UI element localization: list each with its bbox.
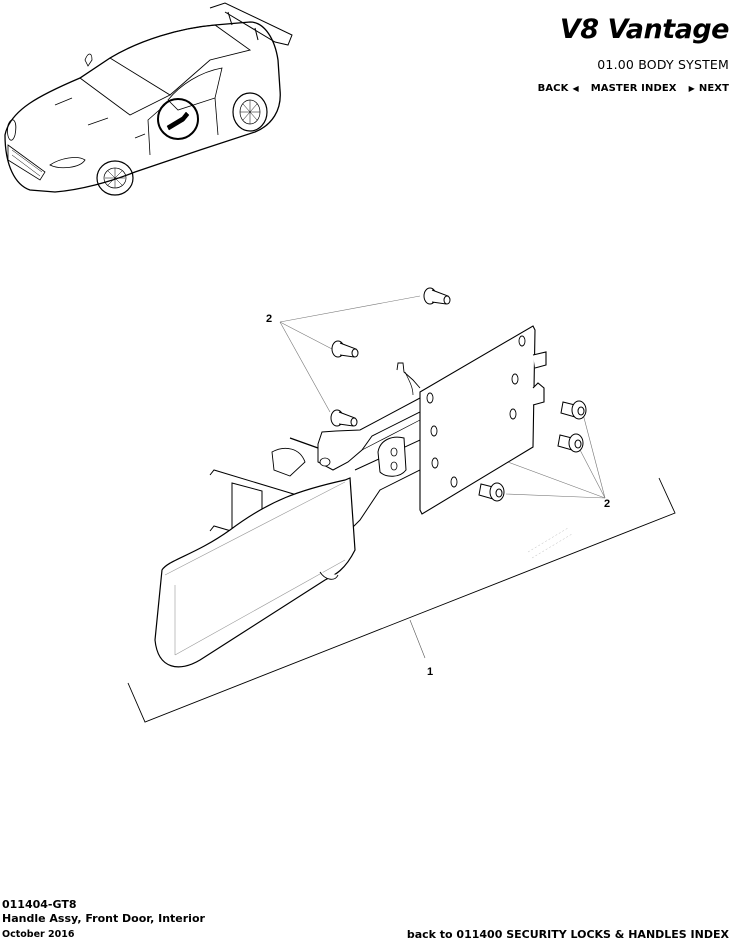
- part-code: 011404-GT8: [2, 898, 77, 911]
- master-index-label: MASTER INDEX: [590, 83, 677, 94]
- back-button[interactable]: BACK ◀: [538, 83, 579, 94]
- navigation-bar: BACK ◀ MASTER INDEX ▶ NEXT: [538, 83, 729, 94]
- triangle-left-icon: ◀: [572, 84, 579, 93]
- callout-label-2-left: 2: [266, 313, 273, 325]
- next-label: NEXT: [698, 83, 729, 94]
- back-to-index-link[interactable]: back to 011400 SECURITY LOCKS & HANDLES …: [406, 928, 729, 941]
- back-label: BACK: [537, 83, 569, 94]
- callout-label-1: 1: [427, 666, 434, 678]
- car-thumbnail-illustration: [4, 2, 293, 196]
- callout-label-2-right: 2: [604, 498, 611, 510]
- triangle-right-icon: ▶: [688, 84, 695, 93]
- exploded-parts-diagram: [127, 287, 676, 723]
- bolt: [423, 287, 451, 305]
- part-title: Handle Assy, Front Door, Interior: [2, 912, 205, 925]
- publication-date: October 2016: [2, 929, 75, 940]
- system-title: 01.00 BODY SYSTEM: [597, 57, 729, 72]
- brand-logo: V8 Vantage: [559, 14, 730, 45]
- next-button[interactable]: ▶ NEXT: [689, 83, 729, 94]
- master-index-link[interactable]: MASTER INDEX: [591, 83, 677, 94]
